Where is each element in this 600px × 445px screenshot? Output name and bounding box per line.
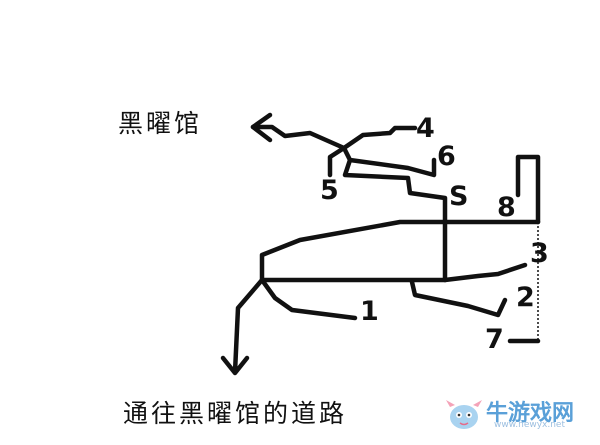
point-label-2: 2 [516,282,535,313]
watermark: 牛游戏网 www.newyx.net [444,395,594,435]
path-to-start [342,157,448,223]
path-west-lower [259,262,528,283]
path-top-branch [250,124,418,151]
point-label-4: 4 [416,113,435,144]
point-label-5: 5 [320,175,339,206]
point-label-start: S [449,181,469,212]
label-top-destination: 黑曜馆 [118,109,203,138]
point-label-6: 6 [437,141,456,172]
point-label-7: 7 [485,324,504,355]
path-8 [515,154,541,225]
point-label-1: 1 [360,296,379,327]
point-label-3: 3 [530,238,549,269]
path-to-1 [259,277,358,321]
path-down [232,277,265,375]
path-to-6 [341,145,437,178]
watermark-brand: 牛游戏网 [486,401,575,426]
point-label-8: 8 [497,192,516,223]
path-to-2 [409,279,508,318]
watermark-url: www.newyx.net [494,420,566,430]
arrow-down-head [220,355,250,376]
path-to-5 [327,145,347,178]
watermark-logo-icon [446,400,482,429]
path-west-upper [259,219,448,283]
label-bottom-route: 通往黑曜馆的道路 [123,399,348,428]
arrow-left-head [250,112,273,143]
